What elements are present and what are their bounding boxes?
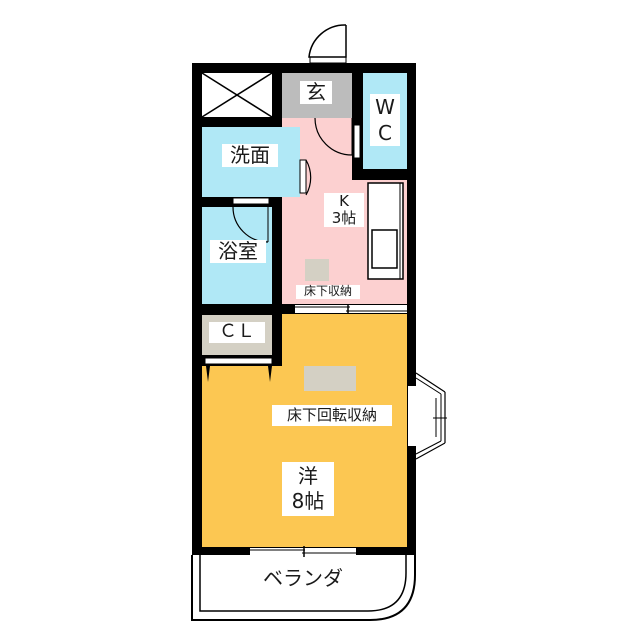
wc-door [353,124,361,159]
rotating-storage-marker [304,366,356,391]
balcony-label: ベランダ [248,567,358,590]
closet-label: ＣＬ [209,321,265,343]
kitchen-counter [367,182,404,280]
rotating-storage-label: 床下回転収納 [272,405,392,427]
bathroom-label: 浴室 [210,240,266,263]
underfloor-storage-marker [305,259,329,281]
sliding-door-kitchen [295,304,407,314]
balcony [191,555,416,621]
entrance-label: 玄 [300,81,332,104]
balcony-window [250,546,356,557]
western-room-label: 洋 8帖 [282,462,334,516]
shaft [201,72,273,118]
bay-window [408,372,447,460]
washroom-door [299,159,312,196]
closet-door [204,357,273,382]
washroom-label: 洗面 [222,144,278,167]
underfloor-storage-label: 床下収納 [296,284,360,299]
kitchen-label: K 3帖 [324,193,364,227]
entry-door [308,24,347,64]
wc-label: W C [370,94,400,146]
kitchen-door [314,117,353,156]
